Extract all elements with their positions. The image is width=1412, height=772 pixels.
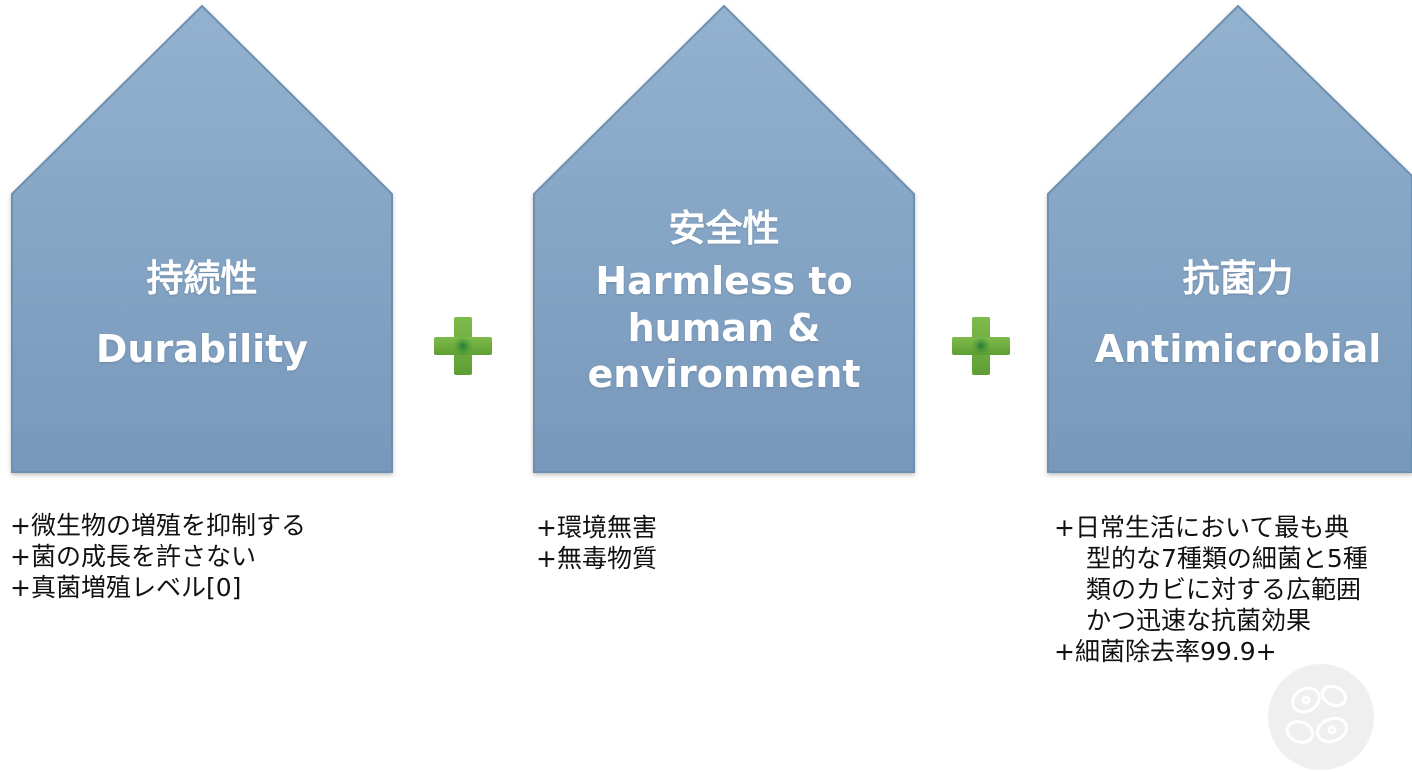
antimicrobial-house: 抗菌力 Antimicrobial bbox=[1046, 0, 1412, 478]
house-shape bbox=[11, 4, 393, 473]
description-line: 類のカビに対する広範囲 bbox=[1086, 575, 1362, 604]
description-line: +環境無害 bbox=[536, 513, 657, 542]
description-line: かつ迅速な抗菌効果 bbox=[1086, 606, 1312, 635]
antimicrobial-title: 抗菌力 Antimicrobial bbox=[1046, 256, 1412, 373]
house-shape bbox=[1047, 4, 1412, 473]
title-en-line-2: human & bbox=[627, 305, 821, 350]
bacteria-cell-icon bbox=[1268, 664, 1374, 770]
description-line: 型的な7種類の細菌と5種 bbox=[1086, 544, 1368, 573]
safety-description: +環境無害 +無毒物質 bbox=[536, 512, 657, 574]
title-ja: 安全性 bbox=[668, 207, 780, 250]
description-line: +無毒物質 bbox=[536, 544, 657, 573]
title-ja: 持続性 bbox=[146, 257, 258, 300]
description-line: +菌の成長を許さない bbox=[10, 542, 256, 571]
title-en-line-1: Harmless to bbox=[595, 259, 853, 304]
safety-house: 安全性 Harmless to human & environment bbox=[532, 0, 916, 478]
durability-description: +微生物の増殖を抑制する +菌の成長を許さない +真菌増殖レベル[0] bbox=[10, 510, 306, 603]
durability-house: 持続性 Durability bbox=[10, 0, 394, 478]
title-en: Antimicrobial bbox=[1094, 327, 1382, 372]
description-line: +日常生活において最も典 bbox=[1054, 513, 1350, 542]
title-ja: 抗菌力 bbox=[1182, 257, 1294, 300]
description-line: +細菌除去率99.9+ bbox=[1054, 637, 1277, 666]
title-en: Durability bbox=[95, 327, 309, 372]
description-line: +微生物の増殖を抑制する bbox=[10, 511, 306, 540]
antimicrobial-description: +日常生活において最も典 型的な7種類の細菌と5種 類のカビに対する広範囲 かつ… bbox=[1054, 512, 1368, 667]
house-shape bbox=[533, 4, 915, 473]
durability-title: 持続性 Durability bbox=[10, 256, 394, 373]
plus-icon bbox=[434, 317, 492, 375]
description-line: +真菌増殖レベル[0] bbox=[10, 573, 242, 602]
safety-title: 安全性 Harmless to human & environment bbox=[532, 206, 916, 397]
title-en-line-3: environment bbox=[587, 351, 861, 396]
plus-icon bbox=[952, 317, 1010, 375]
